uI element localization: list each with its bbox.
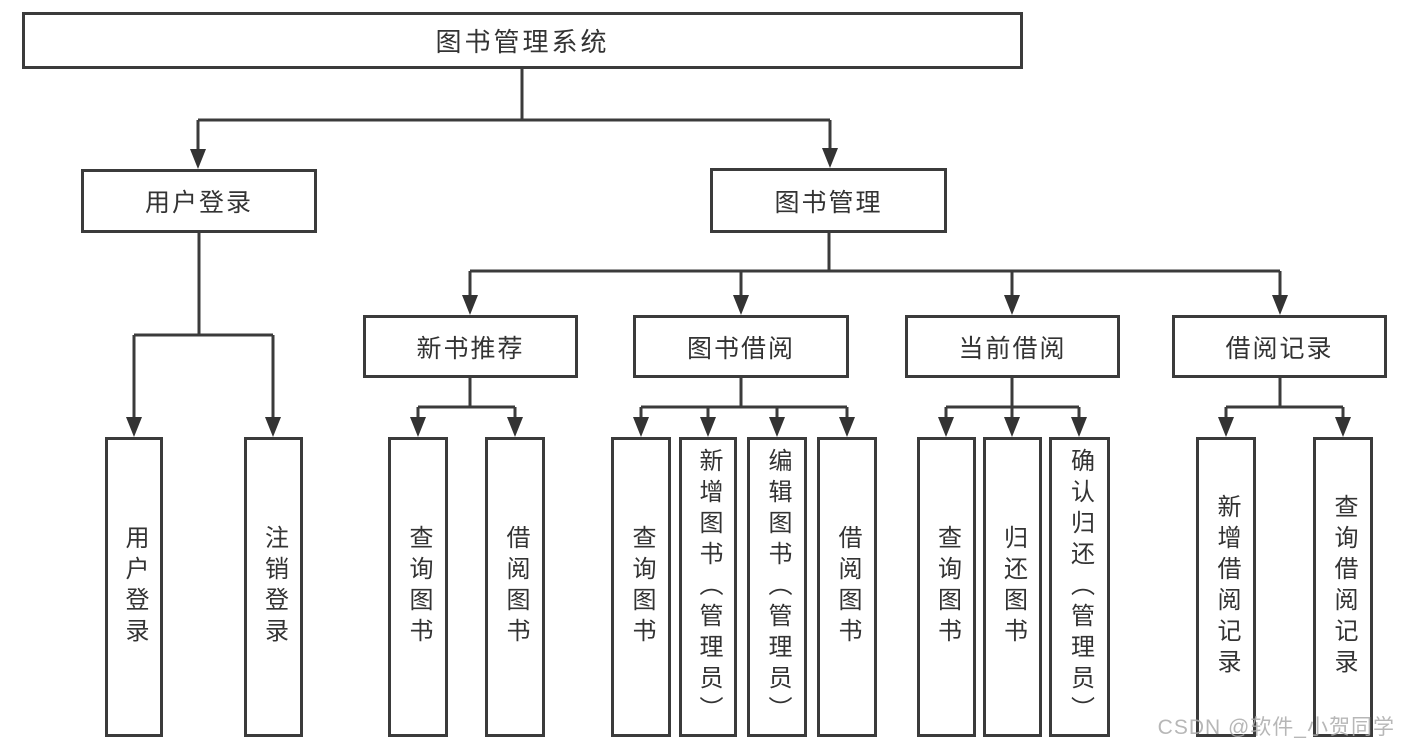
arrowhead [839,417,855,437]
node-book-borrowing: 图书借阅 [633,315,849,378]
connector-newbooks-to-leaves [416,378,517,425]
leaf-newbook-borrow-books-label: 借阅图书 [502,525,529,649]
node-root-label: 图书管理系统 [435,27,610,57]
leaf-borrow-add-books-admin-label: 新增图书（管理员） [695,447,722,727]
node-new-book-recommend-label: 新书推荐 [416,334,525,363]
node-new-book-recommend: 新书推荐 [363,315,578,378]
connector-bookborrow-to-leaves [639,378,849,425]
arrowhead [1218,417,1234,437]
leaf-records-add-record-label: 新增借阅记录 [1213,494,1240,680]
arrowhead [700,417,716,437]
leaf-current-query-books-label: 查询图书 [933,525,961,649]
leaf-newbook-query-books: 查询图书 [388,437,448,737]
arrowhead [462,295,478,315]
leaf-current-confirm-return-admin-label: 确认归还（管理员） [1066,447,1094,727]
leaf-logout: 注销登录 [244,437,303,737]
leaf-user-login: 用户登录 [105,437,163,737]
node-current-borrowing: 当前借阅 [905,315,1120,378]
connector-userlogin-to-leaves [132,233,275,425]
leaf-user-login-label: 用户登录 [121,525,148,649]
arrowhead [733,295,749,315]
csdn-watermark: CSDN @软件_小贺同学 [1157,716,1395,739]
arrowhead [1071,417,1087,437]
node-book-management-label: 图书管理 [774,188,883,217]
leaf-borrow-query-books-label: 查询图书 [628,525,655,649]
arrowhead [265,417,281,437]
connector-records-to-leaves [1224,378,1345,425]
connector-bookmgmt-to-level3 [468,233,1282,302]
leaf-borrow-borrow-books: 借阅图书 [817,437,877,737]
arrowhead [938,417,954,437]
arrowhead [1335,417,1351,437]
leaf-current-query-books: 查询图书 [917,437,976,737]
arrowhead [126,417,142,437]
leaf-borrow-edit-books-admin: 编辑图书（管理员） [747,437,807,737]
node-user-login-label: 用户登录 [144,189,253,217]
leaf-newbook-query-books-label: 查询图书 [405,525,432,649]
node-root: 图书管理系统 [22,12,1023,69]
node-book-management: 图书管理 [710,168,947,233]
arrowhead [822,148,838,168]
leaf-logout-label: 注销登录 [260,525,288,649]
leaf-current-return-books: 归还图书 [983,437,1042,737]
node-current-borrowing-label: 当前借阅 [958,334,1067,363]
leaf-borrow-borrow-books-label: 借阅图书 [834,525,861,649]
arrowhead [507,417,523,437]
node-borrowing-records: 借阅记录 [1172,315,1387,378]
leaf-current-confirm-return-admin: 确认归还（管理员） [1049,437,1110,737]
leaf-borrow-edit-books-admin-label: 编辑图书（管理员） [764,447,791,727]
leaf-records-query-record-label: 查询借阅记录 [1330,494,1357,680]
arrowhead [1004,295,1020,315]
arrowhead [769,417,785,437]
leaf-records-add-record: 新增借阅记录 [1196,437,1256,737]
leaf-current-return-books-label: 归还图书 [999,525,1027,649]
arrowhead [190,149,206,169]
leaf-borrow-add-books-admin: 新增图书（管理员） [679,437,737,737]
node-book-borrowing-label: 图书借阅 [686,334,795,363]
connector-root-to-level2 [196,69,832,155]
leaf-newbook-borrow-books: 借阅图书 [485,437,545,737]
leaf-borrow-query-books: 查询图书 [611,437,671,737]
arrowhead [1004,417,1020,437]
arrowhead [633,417,649,437]
node-user-login: 用户登录 [81,169,317,233]
arrowhead [410,417,426,437]
leaf-records-query-record: 查询借阅记录 [1313,437,1373,737]
connector-currentborrow-to-leaves [944,378,1081,425]
arrowhead [1272,295,1288,315]
node-borrowing-records-label: 借阅记录 [1225,334,1334,363]
